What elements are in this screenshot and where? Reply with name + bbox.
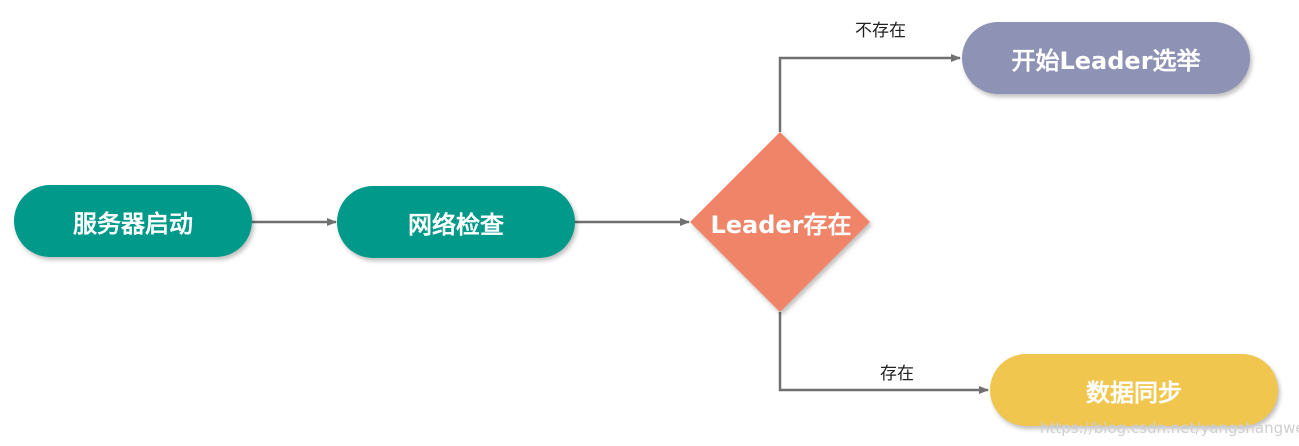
node-server-start: 服务器启动: [14, 185, 252, 257]
edge-label-exists: 存在: [880, 364, 914, 384]
decision-leader-exists-label: Leader存在: [710, 210, 852, 239]
watermark-url: https://blog.csdn.net/yangshangwei: [1040, 419, 1299, 437]
decision-diamond: [690, 132, 870, 312]
node-network-check-label: 网络检查: [408, 210, 504, 239]
edge-label-not-exists: 不存在: [855, 21, 906, 41]
node-start-election-label: 开始Leader选举: [1011, 46, 1201, 75]
node-start-election: 开始Leader选举: [962, 22, 1250, 94]
arrow-decision-to-sync: [778, 312, 989, 394]
arrow-decision-to-election: [778, 54, 961, 132]
node-network-check: 网络检查: [337, 186, 575, 258]
node-data-sync-label: 数据同步: [1086, 378, 1182, 407]
node-data-sync: 数据同步: [990, 354, 1278, 426]
node-server-start-label: 服务器启动: [73, 209, 193, 238]
